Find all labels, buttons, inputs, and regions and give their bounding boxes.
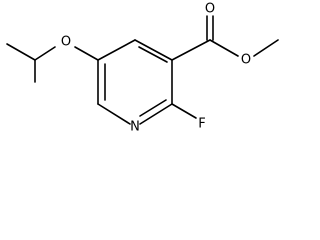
isopropoxy-group [6, 43, 99, 83]
ether-oxygen-label: O [61, 35, 71, 50]
bond-c2-n1 [139, 103, 173, 125]
methyl-ester-group [171, 15, 279, 61]
bond-n1-c6 [97, 103, 131, 125]
ester-oxygen-label: O [241, 53, 251, 68]
bond-c4-c3 [134, 39, 173, 61]
ether-oxygen-atom: O [61, 35, 71, 50]
bond-c5-c4 [97, 39, 136, 61]
bond-o-methyl [253, 39, 279, 57]
bond-c3-carbonyl [171, 39, 211, 61]
bond-ether-o-ch [34, 46, 56, 61]
ring-nitrogen-atom: N [130, 120, 140, 135]
atom-labels: O O O N F [61, 2, 251, 135]
bond-carbonyl-o-single [209, 39, 239, 57]
pyridine-ring [97, 39, 173, 125]
bond-ch-methyl-left [6, 43, 36, 61]
carbonyl-oxygen-atom: O [205, 2, 215, 17]
carbonyl-oxygen-label: O [205, 2, 215, 17]
bond-c4-c3-double [138, 46, 168, 63]
molecule-structure: O O O N F [6, 2, 279, 135]
bond-c2-n1-double [139, 99, 167, 117]
bond-c5-ether-o [74, 46, 99, 61]
bond-c2-f [171, 103, 197, 119]
fluoro-substituent [171, 103, 197, 119]
ester-oxygen-atom: O [241, 53, 251, 68]
ring-nitrogen-label: N [130, 120, 140, 135]
fluorine-label: F [198, 117, 205, 132]
structure-canvas: O O O N F [6, 2, 279, 135]
fluorine-atom: F [198, 117, 205, 132]
